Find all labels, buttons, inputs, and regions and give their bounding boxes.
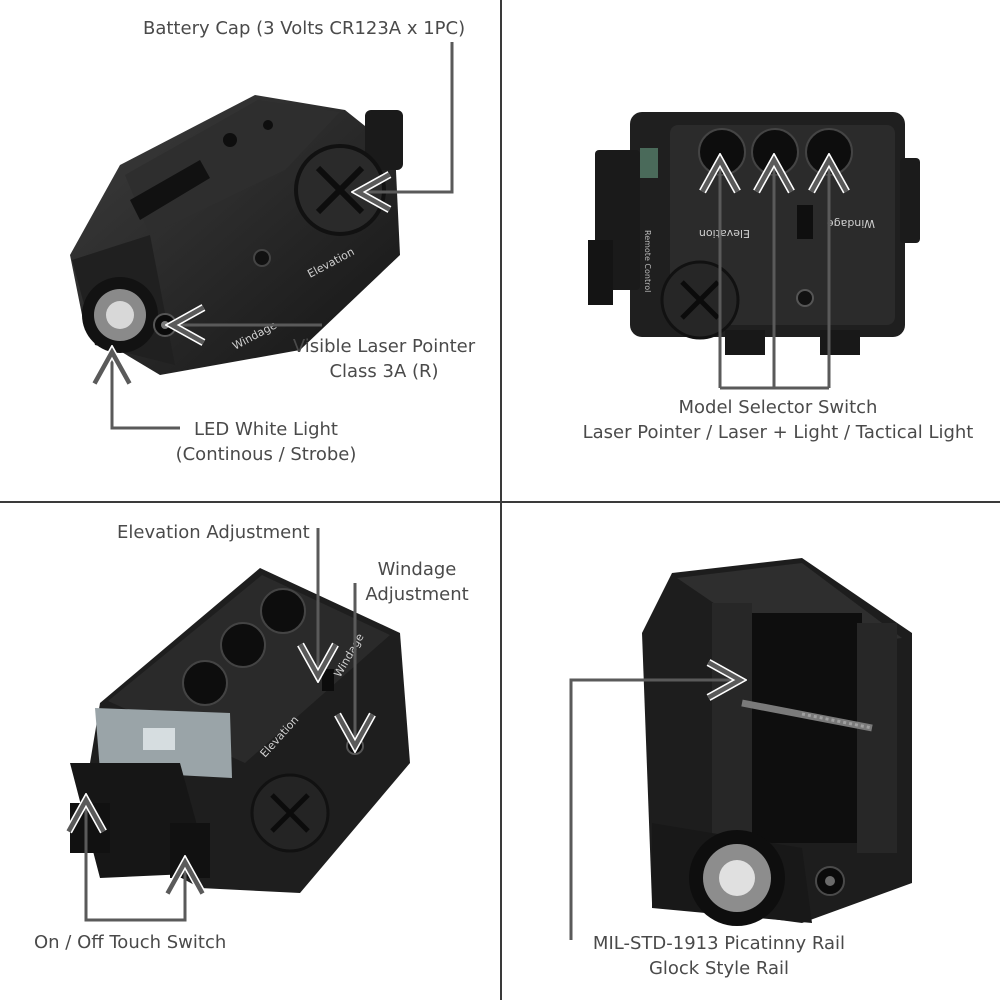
- device-label-windage: Windage: [827, 217, 875, 230]
- callout-elevation-adjustment: Elevation Adjustment: [117, 522, 310, 543]
- vertical-divider: [500, 0, 502, 1000]
- callout-picatinny-rail: MIL-STD-1913 Picatinny Rail Glock Style …: [592, 933, 846, 979]
- arrow-picatinny-rail: [569, 680, 740, 940]
- device-photo-bottom-right: [642, 558, 912, 926]
- callout-touch-switch: On / Off Touch Switch: [34, 932, 227, 953]
- device-label-remote: Remote Control: [643, 230, 652, 292]
- callout-led-light: LED White Light (Continous / Strobe): [175, 419, 357, 465]
- callout-windage-adjustment: Windage Adjustment: [365, 559, 469, 605]
- device-photo-top-left: Elevation Windage: [70, 95, 403, 375]
- arrow-led-light: [112, 352, 180, 430]
- arrow-battery-cap: [358, 42, 454, 192]
- horizontal-divider: [0, 501, 1000, 503]
- arrow-touch-switch-left: [86, 800, 130, 922]
- arrow-touch-switch-right: [130, 862, 185, 922]
- callout-mode-selector: Model Selector Switch Laser Pointer / La…: [582, 397, 974, 443]
- callout-battery-cap: Battery Cap (3 Volts CR123A x 1PC): [143, 18, 466, 39]
- callout-laser-pointer: Visible Laser Pointer Class 3A (R): [292, 336, 476, 382]
- device-label-elevation: Elevation: [699, 227, 750, 240]
